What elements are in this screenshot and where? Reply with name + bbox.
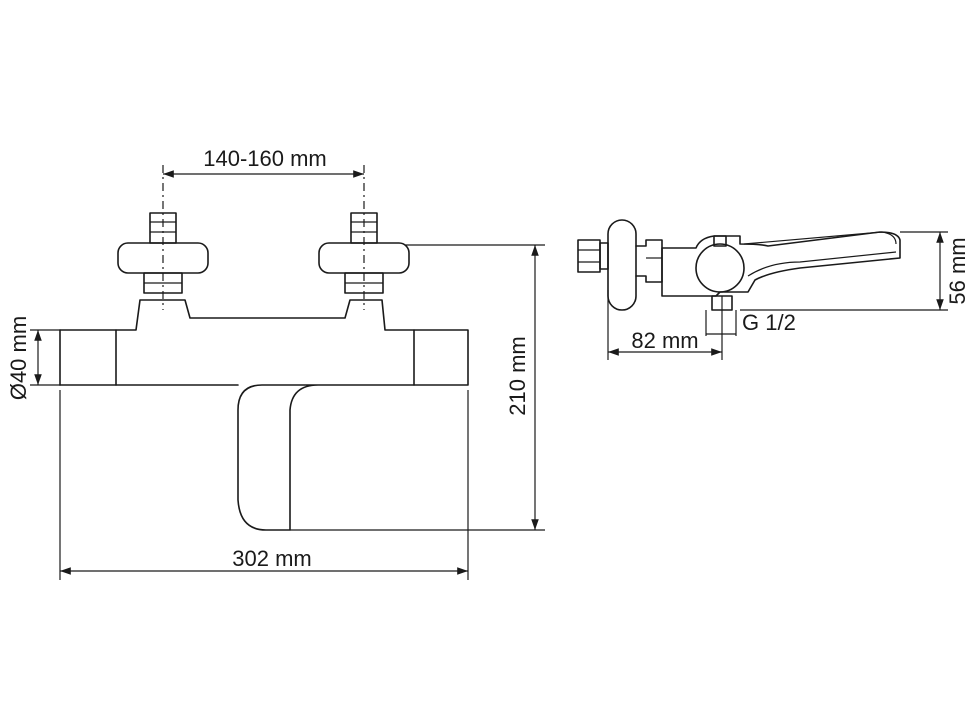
height-label: 210 mm <box>505 336 530 415</box>
diameter-label: Ø40 mm <box>6 316 31 400</box>
inlet-nut <box>577 239 601 273</box>
spout-height-label: 56 mm <box>945 237 970 304</box>
wall-flange <box>607 219 637 311</box>
projection-label: 82 mm <box>631 328 698 353</box>
side-view: 82 mm G 1/2 56 mm <box>577 219 970 360</box>
mixer-body <box>59 299 469 531</box>
side-handle <box>695 243 745 293</box>
width-label: 302 mm <box>232 546 311 571</box>
spacing-label: 140-160 mm <box>203 146 327 171</box>
front-view: 140-160 mm Ø40 mm 210 mm 302 mm <box>6 146 545 580</box>
thread-label: G 1/2 <box>742 310 796 335</box>
